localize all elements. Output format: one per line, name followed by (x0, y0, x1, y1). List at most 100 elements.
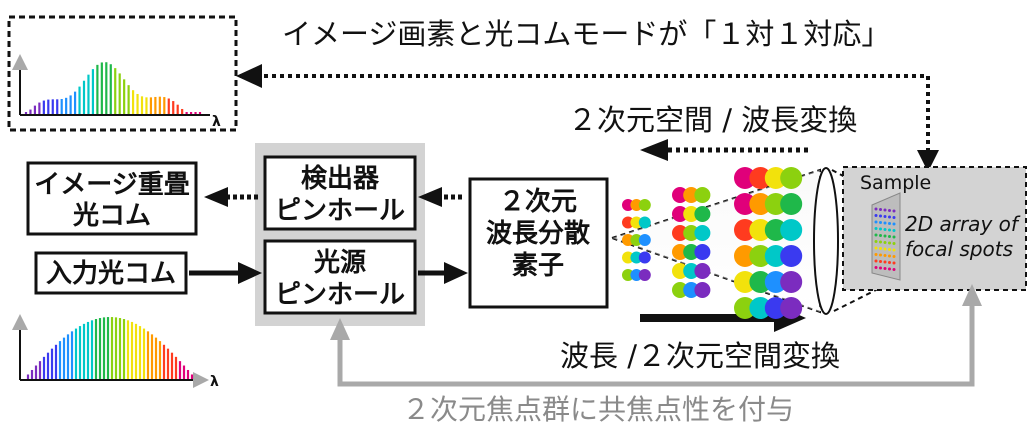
spot (630, 269, 643, 281)
arrow-source-to-disperser-head (444, 262, 468, 284)
focal-spot (874, 259, 878, 263)
spot (734, 219, 756, 241)
spot (749, 245, 772, 267)
source-label-line2: ピンホール (275, 280, 405, 310)
dotted-arrow-upper-head (640, 139, 668, 161)
spot (734, 297, 756, 319)
focal-spot (892, 229, 896, 232)
focal-spot (892, 268, 896, 271)
source-label-line1: 光源 (313, 248, 366, 278)
spot (764, 167, 787, 189)
focal-spot (879, 266, 882, 270)
focal-spot (892, 261, 896, 265)
spot (694, 206, 711, 222)
focal-spot (883, 221, 887, 225)
spot (734, 271, 756, 293)
output-spectrum-lambda: λ (212, 114, 221, 130)
focal-spot (883, 228, 887, 231)
spot (780, 167, 803, 189)
input-spectrum-bars (26, 317, 194, 379)
spot (630, 216, 643, 229)
focal-spot (874, 227, 878, 230)
spot (764, 297, 787, 319)
spot (749, 193, 772, 215)
spot (672, 206, 688, 222)
focal-spot (883, 241, 887, 244)
spot (694, 282, 711, 298)
disperser-box (468, 177, 609, 309)
spot (764, 219, 787, 241)
spot (749, 219, 772, 241)
focal-spot (892, 255, 896, 258)
image-comb-label-line2: 光コム (72, 201, 151, 231)
focal-spot (883, 208, 887, 212)
focal-spot (888, 209, 891, 212)
focal-spot (879, 214, 882, 218)
image-comb-label-line1: イメージ重畳 (34, 170, 189, 200)
sample-label: Sample (860, 172, 931, 194)
focal-spot (883, 254, 887, 257)
spot (749, 271, 772, 293)
focal-spot (874, 233, 878, 237)
input-comb-box (34, 251, 188, 295)
focal-spot (888, 248, 891, 251)
output-spectrum-frame (7, 15, 238, 132)
focal-spot (888, 267, 891, 271)
spot (630, 234, 643, 246)
transform-lower-label: 波長 /２次元空間変換 (560, 339, 840, 373)
disperser-label-line1: ２次元 (499, 187, 577, 217)
spot (749, 167, 772, 189)
focal-spot (879, 208, 882, 211)
focal-spot (879, 227, 882, 231)
input-spectrum-plot: λ (12, 314, 219, 390)
input-spectrum-lambda: λ (210, 374, 219, 390)
spot (694, 244, 711, 260)
spot (734, 193, 756, 215)
output-spectrum-bars (24, 62, 202, 114)
focal-spot (879, 247, 882, 250)
spot (638, 199, 651, 211)
spot (764, 271, 787, 293)
spot (672, 244, 688, 260)
focal-spot (888, 222, 891, 225)
mapping-arrow-head-down (917, 150, 939, 172)
spot (683, 187, 700, 203)
spot (683, 263, 700, 279)
focal-spot-grid (874, 207, 896, 271)
spot (683, 225, 700, 241)
top-caption: イメージ画素と光コムモードが「１対１対応」 (282, 17, 890, 51)
confocal-gray-arrow (337, 300, 975, 387)
spot (638, 216, 651, 229)
focal-spot (874, 246, 878, 250)
spot (622, 251, 634, 264)
spot (622, 269, 634, 281)
spot (734, 167, 756, 189)
spot (683, 244, 700, 260)
spot (630, 199, 643, 211)
dotted-arrow-detector-to-image-head (204, 187, 228, 207)
focal-spot (879, 221, 882, 224)
focal-spot (883, 260, 887, 264)
disperser-label-line3: 素子 (512, 251, 564, 281)
spot (683, 206, 700, 222)
spot (780, 245, 803, 267)
focal-spot (888, 261, 891, 264)
focal-spot (892, 235, 896, 239)
focal-spot (883, 267, 887, 270)
spot (638, 269, 651, 281)
disperser-label-line2: 波長分散 (486, 219, 590, 249)
focal-spot (883, 247, 887, 251)
spot (780, 193, 803, 215)
spot (694, 187, 711, 203)
dispersed-spot-columns (622, 167, 803, 319)
spot (638, 234, 651, 246)
bottom-caption: ２次元焦点群に共焦点性を付与 (402, 393, 794, 426)
spot (672, 225, 688, 241)
focal-spot (874, 240, 878, 243)
focal-spot (892, 248, 896, 252)
arrow-input-to-source-head (238, 262, 262, 284)
spot (780, 271, 803, 293)
spot (630, 251, 643, 264)
focal-label-line1: 2D array of (905, 212, 1021, 236)
spot (622, 199, 634, 211)
